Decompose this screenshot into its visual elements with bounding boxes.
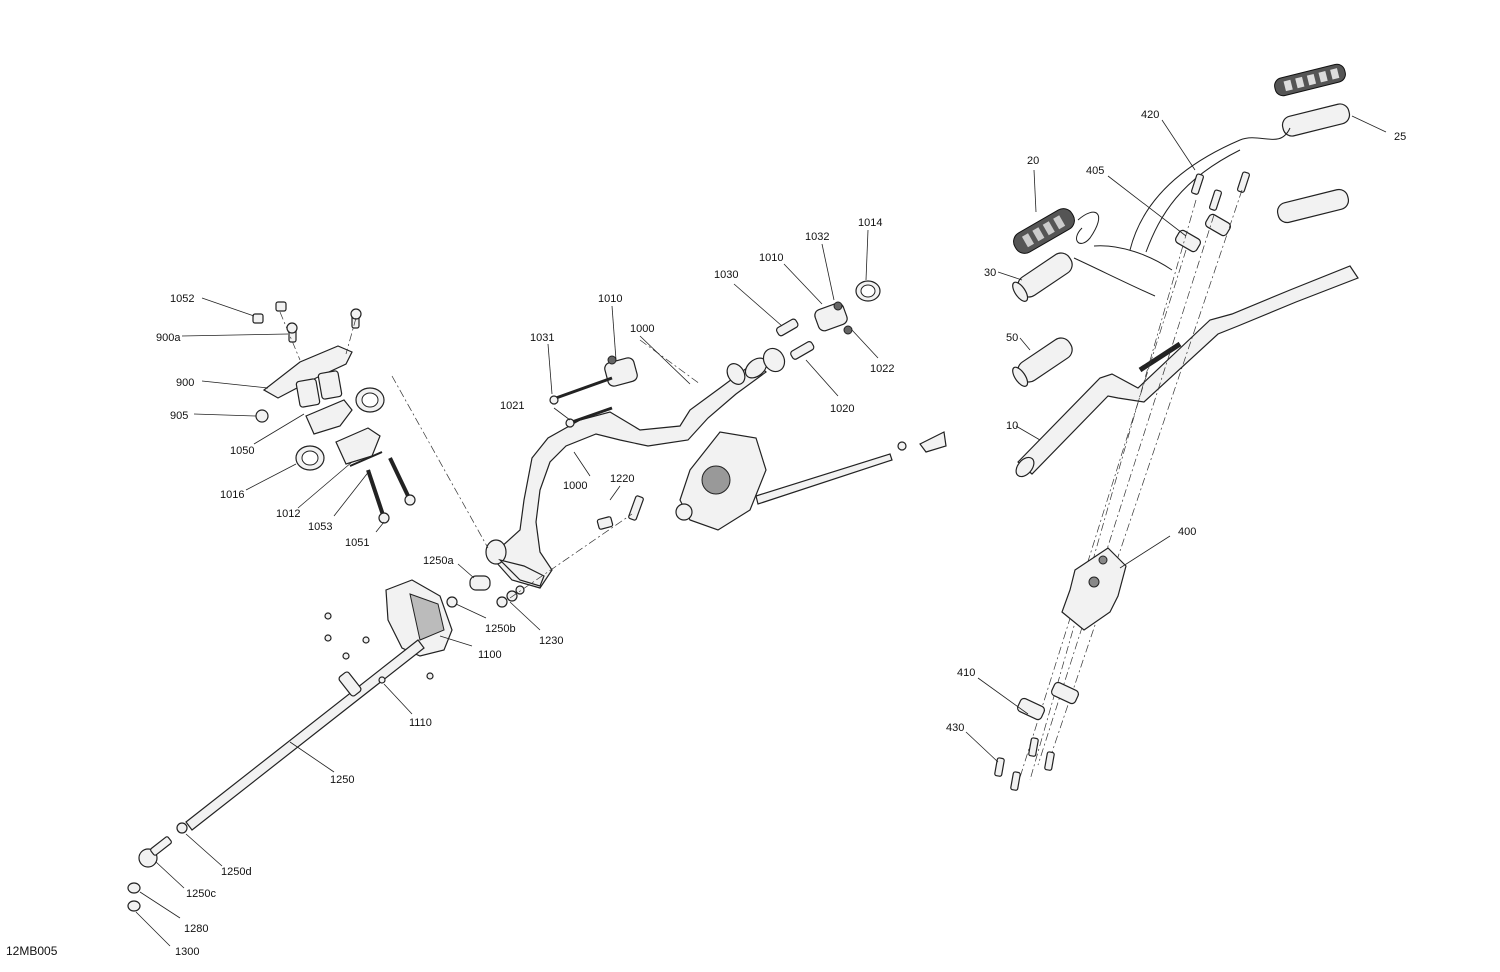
callout-1010-lower: 1010: [598, 293, 622, 305]
callout-400: 400: [1178, 526, 1196, 538]
washer-1280: [127, 882, 141, 894]
callout-430: 430: [946, 722, 964, 734]
callout-1250: 1250: [330, 774, 354, 786]
bolts-430: [994, 737, 1055, 791]
grip-sleeve-right: [1276, 188, 1350, 224]
callout-1250d: 1250d: [221, 866, 252, 878]
callout-1010-upper: 1010: [759, 252, 783, 264]
callout-1110: 1110: [409, 717, 432, 729]
bolt-1220: [628, 495, 644, 521]
clamp-half-1050: [305, 399, 353, 435]
bolts-420: [1190, 171, 1250, 211]
steering-column: [495, 361, 767, 589]
nut-905: [255, 409, 269, 423]
callout-1250c: 1250c: [186, 888, 216, 900]
tie-rod-upper: [755, 453, 893, 505]
callout-1032: 1032: [805, 231, 829, 243]
grip-sleeve-25: [1281, 103, 1351, 137]
callout-1300: 1300: [175, 946, 199, 958]
callout-1050: 1050: [230, 445, 254, 457]
nut-1300: [127, 900, 141, 912]
tie-rod: [185, 639, 425, 831]
callout-1250a: 1250a: [423, 555, 454, 567]
clamp-lower-410: [1016, 681, 1080, 721]
mount-and-lower-steering: 1052 900a 900 905 1050 1016 1012 1053 10…: [127, 293, 563, 958]
column-clamp-upper: [814, 301, 853, 335]
callout-1100: 1100: [478, 649, 502, 661]
riser-block: [1061, 547, 1127, 631]
callout-1000-upper: 1000: [630, 323, 654, 335]
column-clamp-lower: [604, 355, 638, 387]
callout-1012: 1012: [276, 508, 300, 520]
steering-column-assembly: 1014 1032 1010 1030 1010 1000 1031 1022 …: [391, 217, 947, 602]
grip-sleeve-30: [1012, 252, 1073, 302]
bushing-1030: [775, 318, 799, 337]
callout-900a: 900a: [156, 332, 181, 344]
callout-1250b: 1250b: [485, 623, 516, 635]
clamp-half-1012: [335, 427, 381, 465]
callout-1020: 1020: [830, 403, 854, 415]
callout-1021: 1021: [500, 400, 524, 412]
bolt-1031: [555, 376, 613, 400]
callout-1220: 1220: [610, 473, 634, 485]
callout-1031: 1031: [530, 332, 554, 344]
handlebar: [1017, 265, 1359, 475]
diagram-code: 12MB005: [6, 944, 58, 958]
callout-10: 10: [1006, 420, 1018, 432]
callout-50: 50: [1006, 332, 1018, 344]
callout-1014: 1014: [858, 217, 882, 229]
callout-1053: 1053: [308, 521, 332, 533]
callout-900: 900: [176, 377, 194, 389]
bolt-1021: [571, 406, 613, 424]
callout-1280: 1280: [184, 923, 208, 935]
callout-25: 25: [1394, 131, 1406, 143]
mount-plate: [262, 345, 353, 399]
callout-1000-lower: 1000: [563, 480, 587, 492]
bushing-1020: [790, 341, 815, 360]
callout-410: 410: [957, 667, 975, 679]
callout-1016: 1016: [220, 489, 244, 501]
callout-1052: 1052: [170, 293, 194, 305]
callout-905: 905: [170, 410, 188, 422]
handlebar-assembly: 25 420 20 405 30 50 10 400 410 430: [946, 63, 1406, 791]
callout-1030: 1030: [714, 269, 738, 281]
callout-1051: 1051: [345, 537, 369, 549]
bushing-large: [762, 347, 786, 373]
callout-1022: 1022: [870, 363, 894, 375]
callout-20: 20: [1027, 155, 1039, 167]
callout-420: 420: [1141, 109, 1159, 121]
callout-1230: 1230: [539, 635, 563, 647]
callout-405: 405: [1086, 165, 1104, 177]
grip-20: [1013, 208, 1075, 254]
grip-sleeve-50: [1012, 337, 1073, 387]
callout-30: 30: [984, 267, 996, 279]
grip-textured: [1274, 63, 1346, 97]
